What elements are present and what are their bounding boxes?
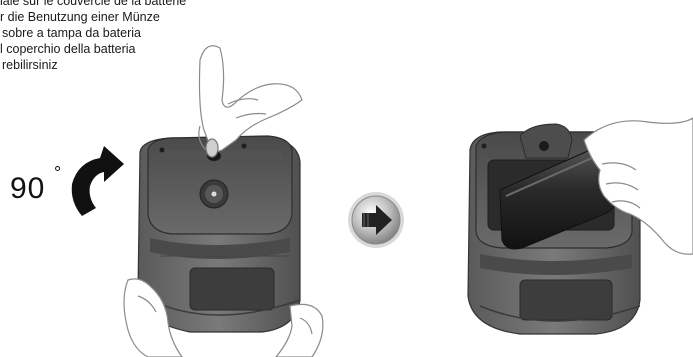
arrow-right-icon (348, 192, 404, 248)
rotate-clockwise-icon (72, 146, 124, 216)
